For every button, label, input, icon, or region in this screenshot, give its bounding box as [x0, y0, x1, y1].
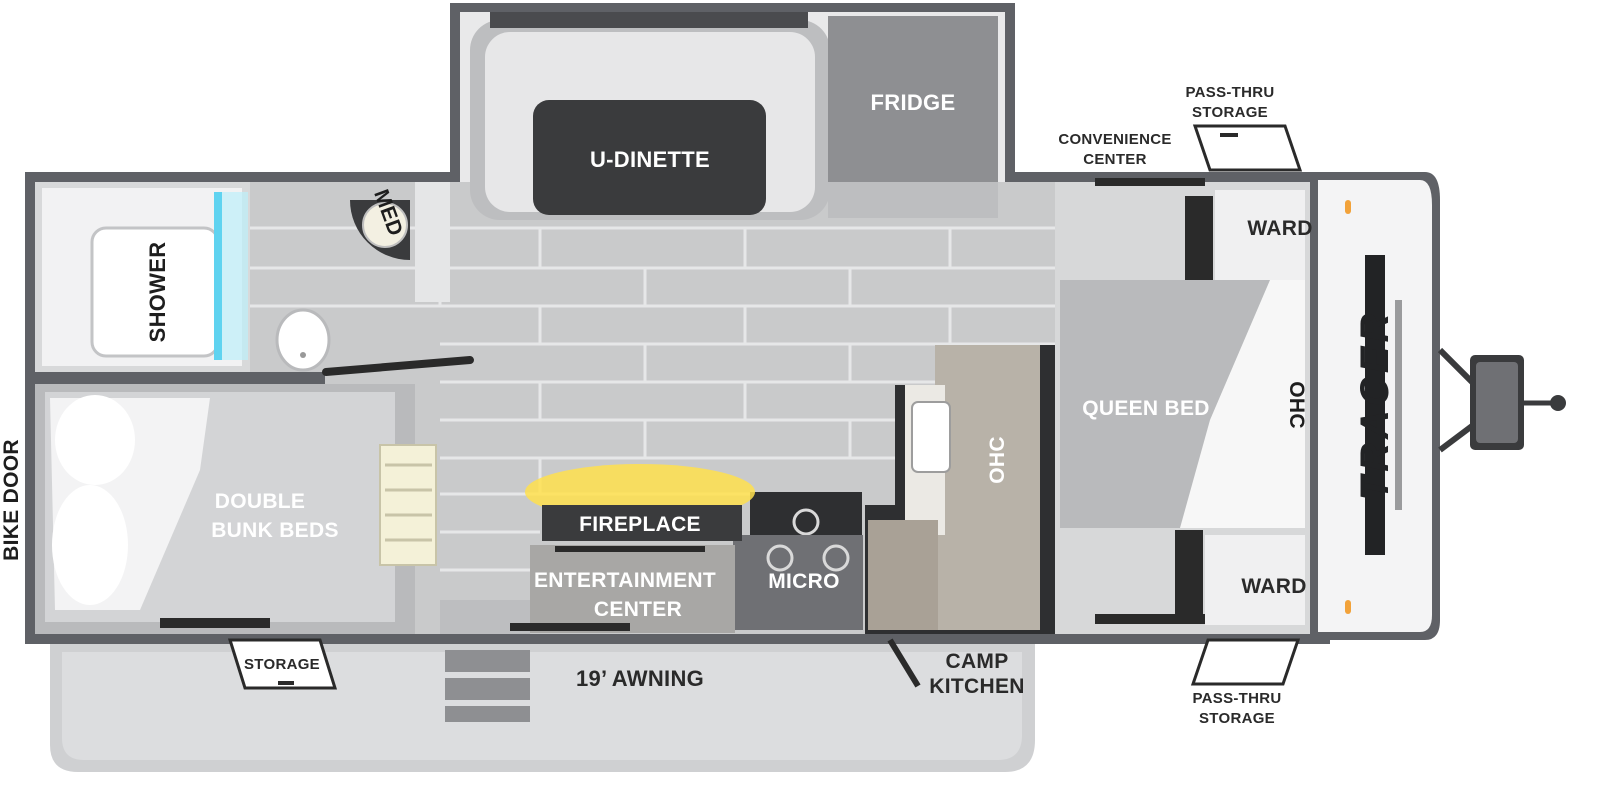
entertainment-center-label-2: CENTER	[594, 598, 682, 621]
fridge	[828, 16, 998, 218]
fireplace-label: FIREPLACE	[579, 513, 701, 536]
storage-label: STORAGE	[244, 656, 320, 673]
floor-tiles	[250, 226, 1140, 572]
convenience-center-hatch	[1095, 178, 1205, 186]
camp-kitchen-label-1: CAMP	[945, 650, 1008, 673]
awning-label: 19’ AWNING	[576, 666, 704, 691]
micro-label: MICRO	[768, 570, 840, 593]
front-cap	[1310, 172, 1566, 640]
queen-bed-label: QUEEN BED	[1082, 397, 1210, 420]
fridge-label: FRIDGE	[871, 90, 956, 115]
ward-bottom-label: WARD	[1241, 575, 1306, 598]
shower-label: SHOWER	[145, 242, 170, 343]
pass-thru-top-label-2: STORAGE	[1192, 104, 1268, 121]
entry-steps	[160, 600, 921, 722]
awning	[50, 640, 1035, 772]
tracer-logo: TRACER	[1353, 310, 1397, 501]
pass-thru-bottom-label-1: PASS-THRU	[1192, 690, 1281, 707]
ward-top-label: WARD	[1247, 217, 1312, 240]
camp-kitchen-label-2: KITCHEN	[929, 675, 1024, 698]
queen-bedroom	[1055, 182, 1320, 634]
bunk-beds	[35, 384, 437, 634]
convenience-center-label-1: CONVENIENCE	[1058, 131, 1171, 148]
bathroom	[35, 182, 474, 384]
double-bunk-label-1: DOUBLE	[215, 490, 305, 513]
kitchen	[733, 345, 1055, 634]
pass-thru-top-label-1: PASS-THRU	[1185, 84, 1274, 101]
bike-door-label: BIKE DOOR	[0, 439, 23, 561]
entertainment-center-label-1: ENTERTAINMENT	[534, 569, 716, 592]
entertainment-area	[525, 464, 755, 633]
ohc-front-label: OHC	[1285, 381, 1308, 429]
ohc-kitchen-label: OHC	[986, 436, 1009, 484]
pass-thru-storage-doors	[227, 124, 1303, 690]
pass-thru-bottom-label-2: STORAGE	[1199, 710, 1275, 727]
u-dinette	[470, 12, 830, 220]
u-dinette-label: U-DINETTE	[590, 147, 710, 172]
double-bunk-label-2: BUNK BEDS	[211, 519, 339, 542]
convenience-center-label-2: CENTER	[1083, 151, 1146, 168]
